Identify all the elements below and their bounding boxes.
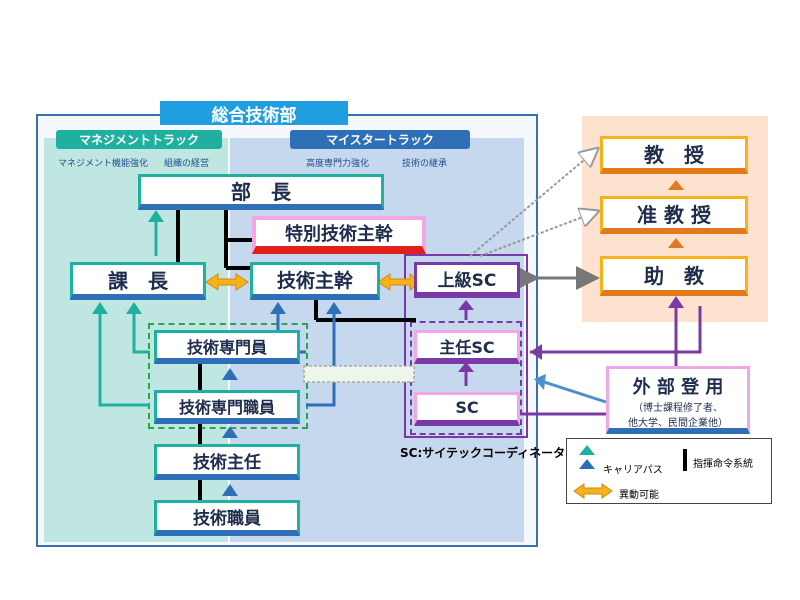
sc-caption: SC:サイテックコーディネーター [400,446,578,460]
legend-command: 指揮命令系統 [693,459,753,470]
sc-box: SC [414,392,520,426]
tokubetsu-box: 特別技術主幹 [252,216,426,254]
management-track-label: マネジメントトラック [56,130,222,149]
command-line-icon [683,449,687,471]
meister-sub1: 高度専門力強化 [306,159,370,169]
legend-transfer: 異動可能 [619,490,659,501]
bucho-box: 部 長 [138,174,384,210]
transfer-arrows [205,273,423,291]
senmonin-box: 技術専門員 [154,330,300,364]
gijutsu-shukan-box: 技術主幹 [250,262,380,300]
external-hire-box: 外 部 登 用 （博士課程修了者、 他大学、民間企業他） [606,366,750,434]
senmon-shokuin-box: 技術専門職員 [154,390,300,424]
legend: キャリアパス 指揮命令系統 異動可能 [566,438,772,504]
meister-sub2: 技術の継承 [402,159,448,169]
sc-group-outer [404,254,528,438]
transfer-icon [573,483,613,499]
career-arrows [92,210,342,496]
management-sub1: マネジメント機能強化 [58,159,149,169]
assistant-professor-box: 助 教 [600,256,748,296]
external-desc-line1: （博士課程修了者、 [633,403,723,414]
external-title: 外 部 登 用 [632,377,724,398]
senior-sc-box: 上級SC [414,262,520,298]
dashed-career-arrows [469,150,596,257]
management-sub2: 組織の経営 [164,159,210,169]
external-desc-line2: 他大学、民間企業他） [628,418,728,429]
legend-career-path: キャリアパス [603,465,663,476]
kacho-box: 課 長 [70,262,206,300]
dept-title: 総合技術部 [160,101,348,126]
meister-track-label: マイスタートラック [290,130,470,149]
shunin-box: 技術主任 [154,444,300,480]
chief-sc-box: 主任SC [414,330,520,364]
assoc-professor-box: 准 教 授 [600,196,748,234]
shokuin-box: 技術職員 [154,500,300,536]
career-path-icon [579,445,595,469]
professor-box: 教 授 [600,136,748,174]
